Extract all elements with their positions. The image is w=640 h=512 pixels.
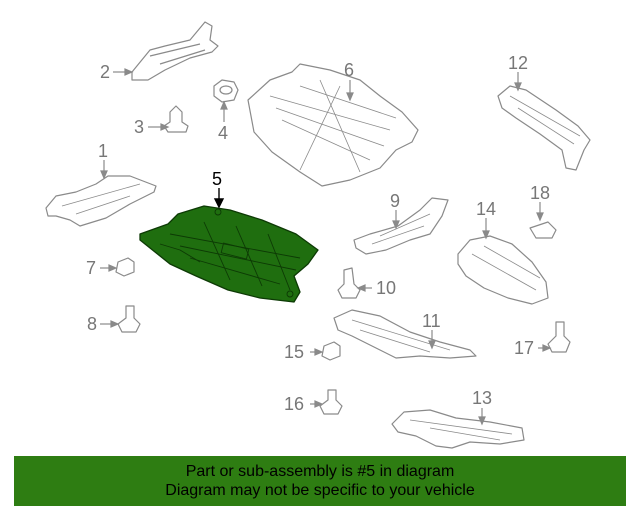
part-15-nut xyxy=(321,341,341,361)
callout-9: 9 xyxy=(390,191,401,211)
callout-2: 2 xyxy=(100,62,111,82)
callout-7: 7 xyxy=(86,258,97,278)
part-4-nut xyxy=(213,79,239,103)
part-8-bolt xyxy=(117,305,141,333)
part-11-rail xyxy=(333,309,477,359)
callout-1: 1 xyxy=(98,141,109,161)
info-banner: Part or sub-assembly is #5 in diagram Di… xyxy=(14,456,626,506)
parts-diagram xyxy=(45,21,591,449)
part-17-bolt xyxy=(547,321,571,353)
part-13-bracket xyxy=(391,409,525,449)
callout-18: 18 xyxy=(530,183,551,203)
part-2-bracket xyxy=(131,21,219,81)
callout-6: 6 xyxy=(344,60,355,80)
part-18-clip xyxy=(529,221,557,239)
callout-5: 5 xyxy=(212,169,223,189)
part-7-nut xyxy=(115,257,135,277)
banner-line-1: Part or sub-assembly is #5 in diagram xyxy=(185,463,455,480)
banner-line-2: Diagram may not be specific to your vehi… xyxy=(165,482,475,499)
part-14-cover xyxy=(457,235,549,305)
callout-3: 3 xyxy=(134,117,145,137)
part-12-rail xyxy=(497,85,591,171)
callout-14: 14 xyxy=(476,199,497,219)
callout-4: 4 xyxy=(218,123,229,143)
callout-16: 16 xyxy=(284,394,305,414)
callout-17: 17 xyxy=(514,338,535,358)
part-3-bolt xyxy=(163,105,189,133)
part-16-bolt xyxy=(319,389,343,415)
part-6-shield xyxy=(247,63,419,187)
part-9-bracket xyxy=(353,197,449,255)
callout-11: 11 xyxy=(422,311,441,331)
callout-13: 13 xyxy=(472,388,493,408)
callout-10: 10 xyxy=(376,278,397,298)
part-5-shield-highlighted xyxy=(139,205,319,303)
part-1-deflector xyxy=(45,175,157,227)
part-10-bolt xyxy=(337,267,361,299)
callout-12: 12 xyxy=(508,53,529,73)
callout-8: 8 xyxy=(87,314,98,334)
callout-15: 15 xyxy=(284,342,305,362)
